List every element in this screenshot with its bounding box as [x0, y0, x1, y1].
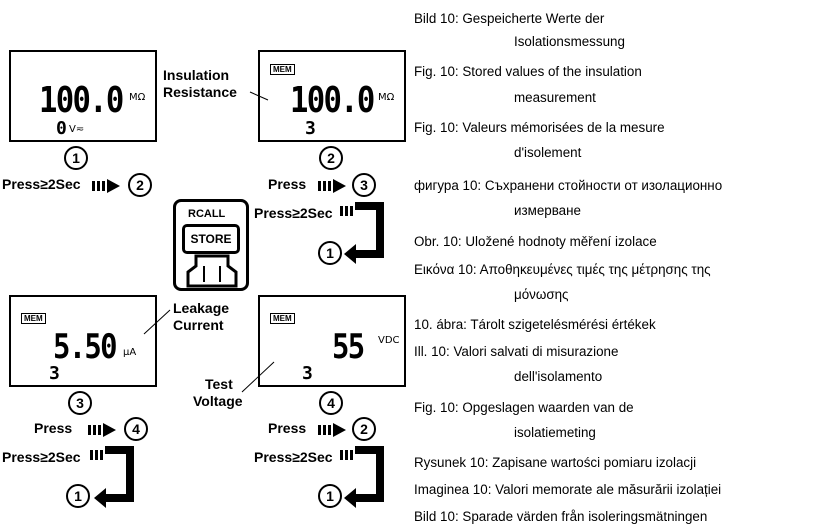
- store-key: STORE: [182, 224, 240, 254]
- caption-de-cont: Isolationsmessung: [514, 34, 625, 49]
- test-voltage-label-line2: Voltage: [193, 393, 243, 409]
- caption-el-cont: μόνωσης: [514, 287, 569, 302]
- press-long-label: Press≥2Sec: [254, 205, 333, 221]
- press-long-label: Press≥2Sec: [2, 449, 81, 465]
- store-button[interactable]: RCALL STORE: [173, 199, 249, 291]
- rcall-label: RCALL: [188, 208, 226, 220]
- caption-nl: Fig. 10: Opgeslagen waarden van de: [414, 400, 634, 415]
- return-arrow-icon: [340, 202, 384, 264]
- store-key-label: STORE: [190, 232, 232, 246]
- return-arrow-icon: [340, 446, 384, 508]
- lcd-display-4: MEM 55 VDC 3: [258, 295, 406, 387]
- caption-en: Fig. 10: Stored values of the insulation: [414, 64, 642, 79]
- arrow-right-icon: [318, 423, 346, 437]
- caption-fr: Fig. 10: Valeurs mémorisées de la mesure: [414, 120, 665, 135]
- lcd-main-value: 5.50: [53, 327, 118, 367]
- lcd-main-value: 100.0: [39, 80, 124, 121]
- lcd-display-3: MEM 5.50 μA 3: [9, 295, 157, 387]
- lcd-sub-value: 3: [305, 118, 316, 139]
- caption-de: Bild 10: Gespeicherte Werte der: [414, 11, 605, 26]
- step-circle-1: 1: [66, 484, 90, 508]
- lcd-unit: VDC: [378, 335, 400, 346]
- finger-icon: [186, 254, 238, 288]
- step-circle-3: 3: [68, 391, 92, 415]
- caption-it-cont: dell'isolamento: [514, 369, 603, 384]
- step-circle-4: 4: [124, 417, 148, 441]
- caption-nl-cont: isolatiemeting: [514, 425, 596, 440]
- leakage-pointer: [143, 309, 171, 335]
- press-label: Press: [34, 420, 73, 436]
- step-circle-3: 3: [352, 173, 376, 197]
- step-circle-2: 2: [128, 173, 152, 197]
- insulation-label-line1: Insulation: [163, 67, 230, 83]
- lcd-sub-value: 3: [302, 363, 313, 384]
- lcd-sub-value: 3: [49, 363, 60, 384]
- caption-ro: Imaginea 10: Valori memorate ale măsurăr…: [414, 482, 722, 497]
- step-circle-1: 1: [318, 241, 342, 265]
- caption-it: Ill. 10: Valori salvati di misurazione: [414, 344, 619, 359]
- lcd-unit: μA: [123, 347, 137, 358]
- lcd-display-1: 100.0 MΩ 0 V≂: [9, 50, 157, 142]
- caption-bg-cont: измерване: [514, 203, 581, 218]
- press-long-label: Press≥2Sec: [2, 176, 81, 192]
- lcd-sub-value: 0: [56, 118, 67, 139]
- step-circle-2: 2: [352, 417, 376, 441]
- lcd-display-2: MEM 100.0 MΩ 3: [258, 50, 406, 142]
- lcd-unit: MΩ: [378, 92, 395, 103]
- press-label: Press: [268, 176, 307, 192]
- test-voltage-pointer: [241, 361, 275, 393]
- leakage-label-line2: Current: [173, 317, 224, 333]
- press-label: Press: [268, 420, 307, 436]
- press-long-label: Press≥2Sec: [254, 449, 333, 465]
- caption-sv: Bild 10: Sparade värden från isoleringsm…: [414, 509, 708, 524]
- memory-indicator: MEM: [270, 313, 295, 324]
- lcd-sub-unit: V≂: [69, 124, 85, 135]
- memory-indicator: MEM: [21, 313, 46, 324]
- step-circle-4: 4: [319, 391, 343, 415]
- step-circle-1: 1: [318, 484, 342, 508]
- lcd-main-value: 100.0: [290, 80, 375, 121]
- caption-pl: Rysunek 10: Zapisane wartości pomiaru iz…: [414, 455, 697, 470]
- test-voltage-label-line1: Test: [205, 376, 233, 392]
- caption-en-cont: measurement: [514, 90, 596, 105]
- caption-hu: 10. ábra: Tárolt szigetelésmérési értéke…: [414, 317, 656, 332]
- return-arrow-icon: [90, 446, 134, 508]
- caption-cs: Obr. 10: Uložené hodnoty měření izolace: [414, 234, 657, 249]
- leakage-label-line1: Leakage: [173, 300, 230, 316]
- step-circle-2: 2: [319, 146, 343, 170]
- insulation-pointer: [249, 91, 269, 101]
- caption-fr-cont: d'isolement: [514, 145, 582, 160]
- memory-indicator: MEM: [270, 64, 295, 75]
- step-circle-1: 1: [64, 146, 88, 170]
- caption-el: Εικόνα 10: Αποθηκευμένες τιμές της μέτρη…: [414, 262, 711, 277]
- insulation-label-line2: Resistance: [163, 84, 237, 100]
- arrow-right-icon: [88, 423, 116, 437]
- lcd-main-value: 55: [332, 327, 365, 367]
- arrow-right-icon: [318, 179, 346, 193]
- arrow-right-icon: [92, 179, 120, 193]
- lcd-unit: MΩ: [129, 92, 146, 103]
- caption-bg: фигура 10: Съхранени стойности от изолац…: [414, 178, 723, 193]
